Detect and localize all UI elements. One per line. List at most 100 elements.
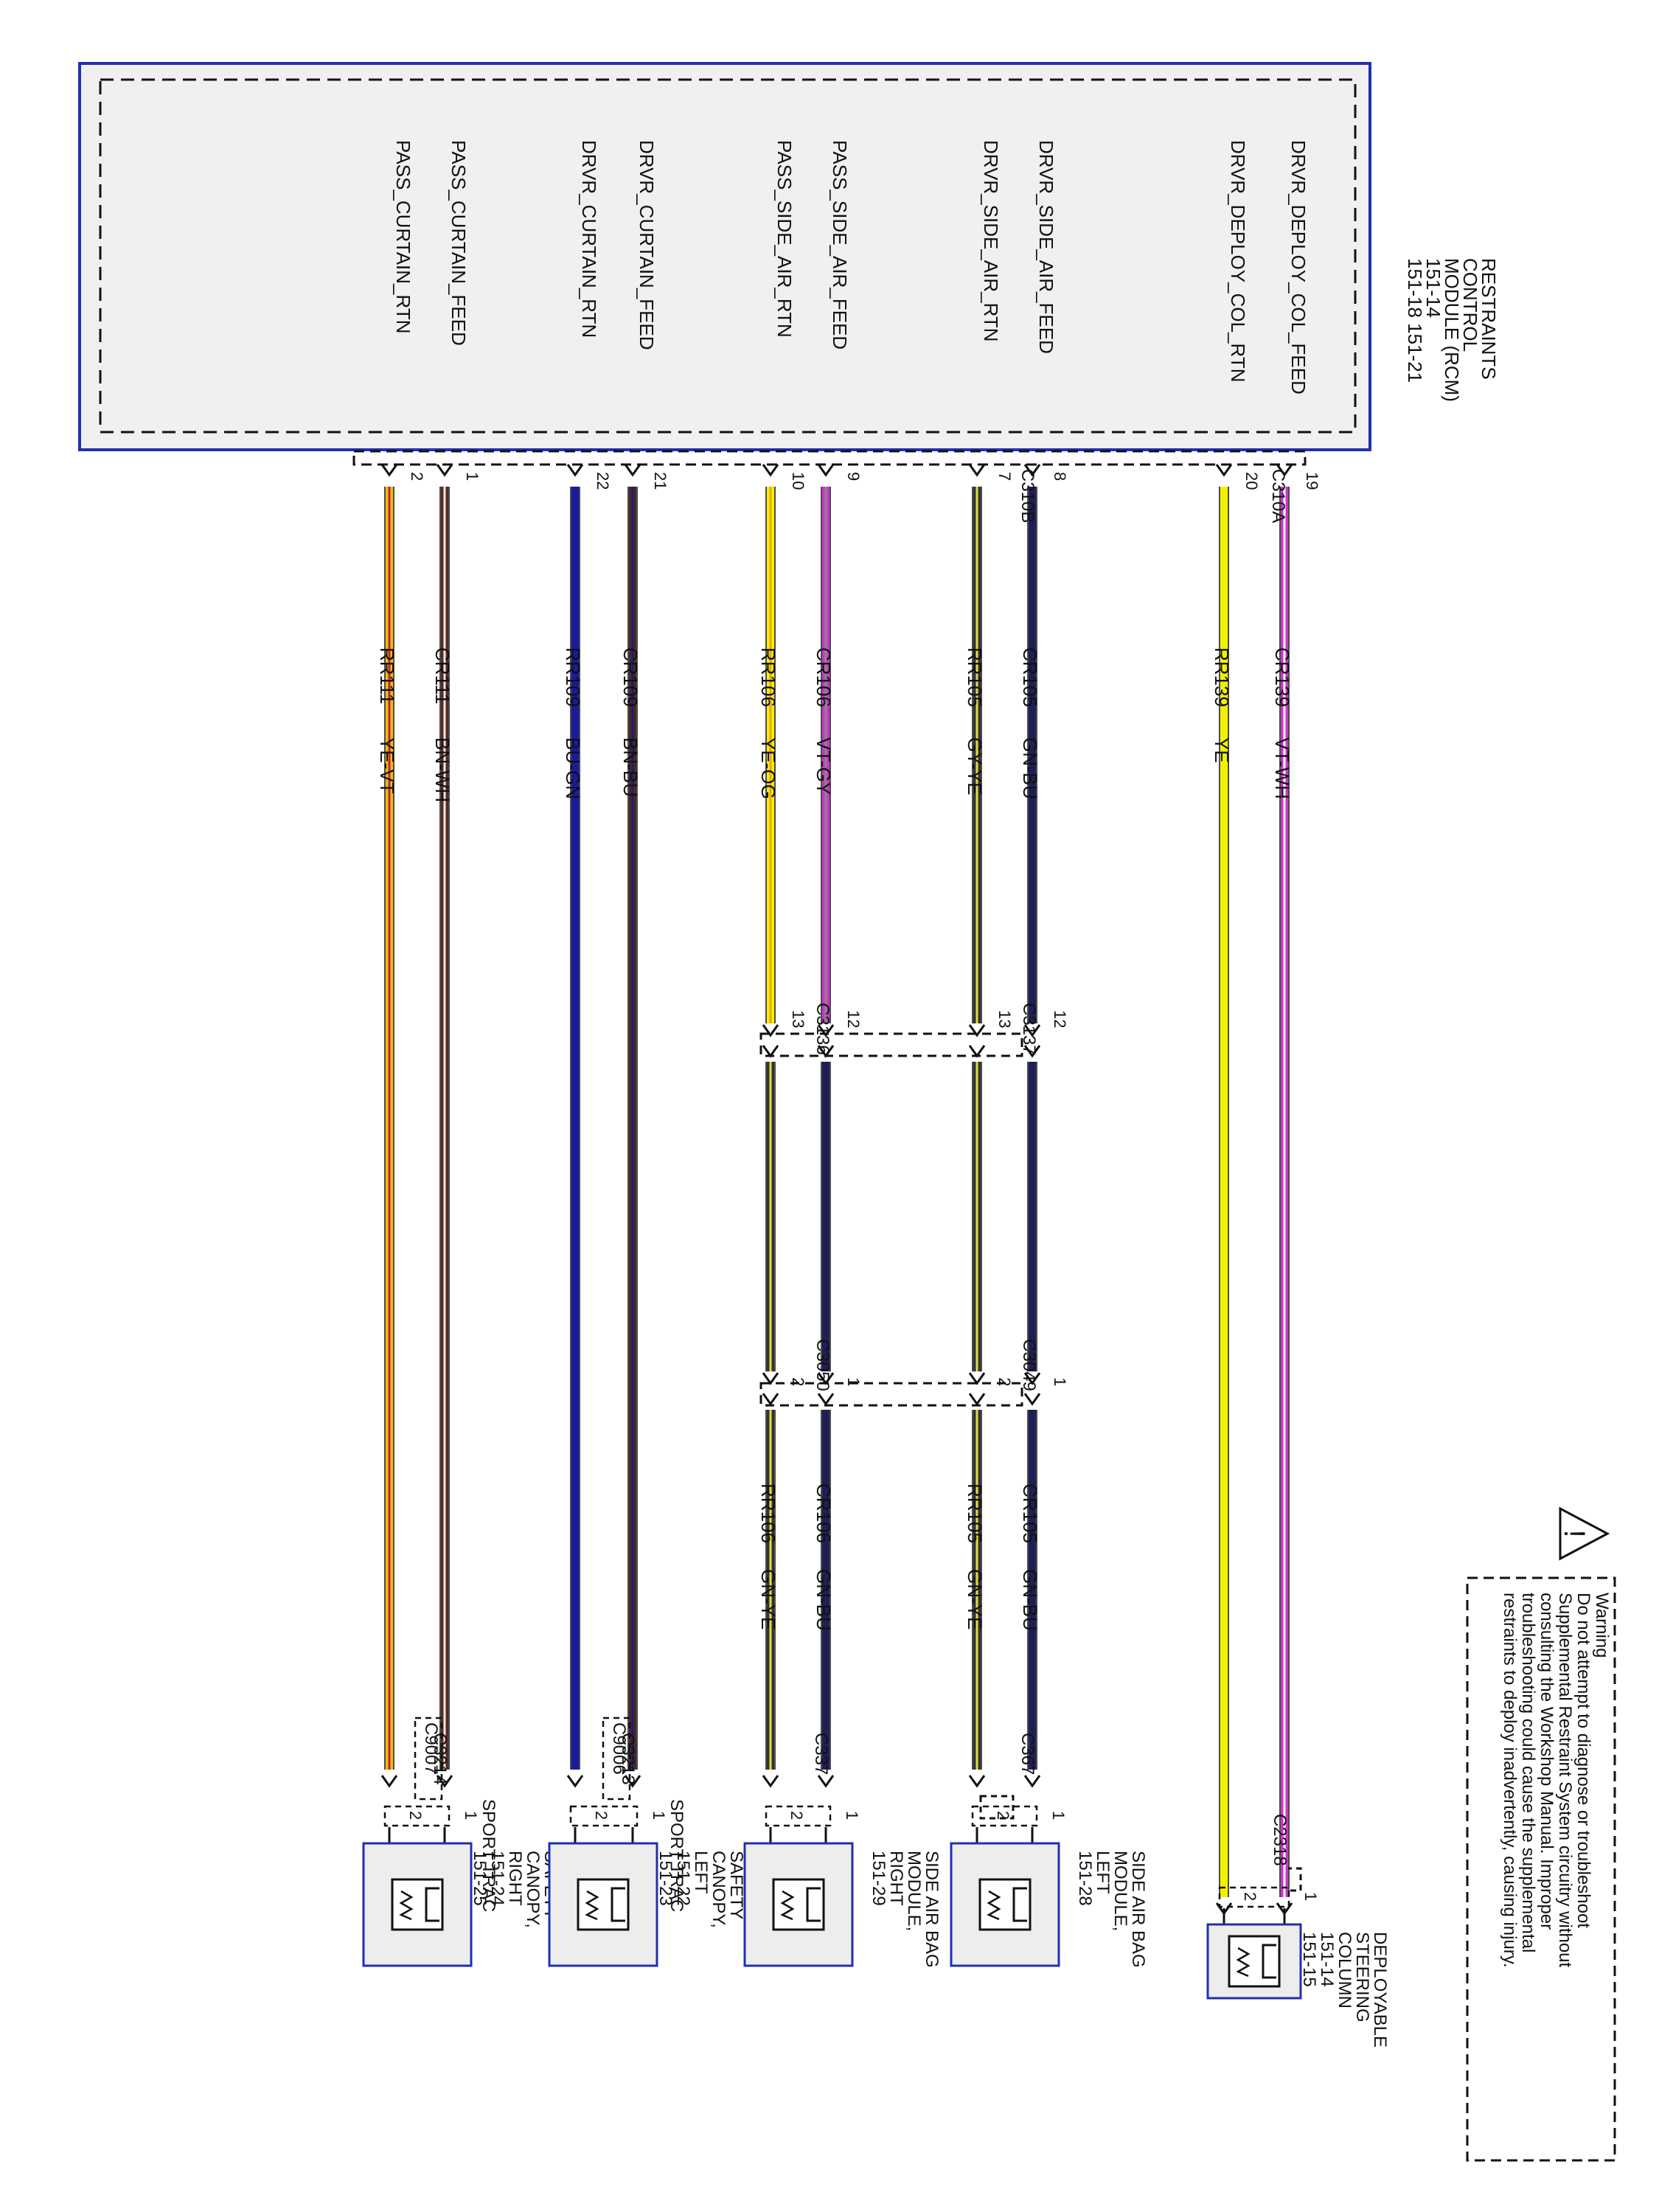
circuit-cr105-after-circuit: CR105 (1019, 1484, 1041, 1543)
device-c3213-name-line-1: SAFETY (726, 1851, 746, 1919)
circuit-rr139-pin-number: 20 (1242, 472, 1261, 490)
circuit-cr139-pin-label: DRVR_DEPLOY_COL_FEED (1287, 140, 1310, 394)
warning-triangle-icon: ! (1558, 1506, 1610, 1561)
device-c3214-name-line-2: CANOPY, (523, 1851, 543, 1928)
circuit-cr105-pin-label: DRVR_SIDE_AIR_FEED (1035, 140, 1057, 354)
circuit-rr105-pin-number: 7 (995, 472, 1014, 481)
circuit-rr109-pin-number: 22 (594, 472, 612, 490)
circuit-rr106-inline1-arrow-a (762, 1024, 779, 1037)
circuit-cr109-pin-number: 21 (651, 472, 669, 490)
circuit-cr105-color-code: GN-BU (1019, 737, 1041, 799)
circuit-cr139-module-arrow (1276, 464, 1293, 477)
circuit-rr106-inline1-arrow-b (762, 1045, 779, 1058)
circuit-rr105-inline1-arrow-b (968, 1045, 986, 1058)
device-c3214-alt-connector-box (414, 1717, 443, 1801)
device-c3213-name-line-3: LEFT (691, 1851, 711, 1894)
device-c3213-squib-cup (611, 1887, 625, 1922)
device-c337-pin-1: 1 (843, 1811, 861, 1820)
circuit-rr105-device-arrow (968, 1775, 986, 1788)
circuit-cr106-module-arrow (817, 464, 835, 477)
circuit-cr106-inline1-connector: C3136 (813, 1003, 832, 1055)
rcm-title-4: 151-14 (1422, 258, 1444, 318)
device-c3213-pin-1: 1 (650, 1811, 668, 1820)
warning-block: ! Warning Do not attempt to diagnose or … (1466, 1506, 1616, 2162)
circuit-rr111-circuit-id: RR111 (376, 647, 398, 704)
circuit-rr111-pin-number: 2 (408, 472, 426, 481)
circuit-rr106-circuit-id: RR106 (757, 647, 779, 707)
circuit-rr106-inline2-pin: 2 (789, 1377, 807, 1386)
device-c337-squib-frame (772, 1878, 825, 1931)
labels-layer: DRVR_DEPLOY_COL_FEED19CR139VT-WHDRVR_DEP… (376, 140, 1390, 2048)
connector-c310a-label: C310A (1268, 469, 1288, 523)
circuit-cr109-device-arrow (624, 1775, 641, 1788)
circuit-cr105-device-arrow (1023, 1775, 1041, 1788)
rcm-module: RESTRAINTS CONTROL MODULE (RCM) 151-14 1… (78, 62, 1500, 451)
device-c2318-connector-label: C2318 (1270, 1814, 1290, 1866)
device-c3214-connector-label: C3214 (430, 1733, 450, 1785)
circuit-cr106-after-circuit: CR106 (813, 1484, 835, 1543)
circuit-rr139-circuit-id: RR139 (1211, 647, 1233, 707)
circuit-cr105-after-color: GN-BU (1019, 1569, 1041, 1631)
device-c367-squib-cup (1012, 1887, 1027, 1922)
device-c2318-name-line-3: COLUMN (1335, 1932, 1354, 2008)
circuit-rr106-pin-label: PASS_SIDE_AIR_RTN (773, 140, 796, 338)
device-c367-pin-2: 2 (994, 1811, 1012, 1820)
circuit-rr105-inline2-arrow-a (968, 1372, 986, 1385)
circuit-rr105-circuit-id: RR105 (964, 647, 986, 707)
circuit-rr106-device-arrow (762, 1775, 779, 1788)
device-c3213-note: SPORT TRAC (667, 1799, 686, 1912)
device-c2318-pin-2: 2 (1241, 1892, 1259, 1901)
circuit-cr106-inline2-arrow-a (817, 1372, 835, 1385)
device-c337-name-line-1: SIDE AIR BAG (922, 1851, 942, 1968)
circuit-rr109-pin-label: DRVR_CURTAIN_RTN (578, 140, 600, 338)
inline-connector-outlines (759, 1032, 1302, 1892)
device-c3214-squib-frame (391, 1878, 444, 1931)
device-c337-squib-cup (806, 1887, 821, 1922)
svg-text:!: ! (1558, 1529, 1590, 1537)
device-c3214-alt-connector-label: C9007 (421, 1722, 441, 1775)
circuit-cr111-module-arrow (436, 464, 453, 477)
device-c337-name-line-4: 151-29 (869, 1851, 888, 1906)
circuit-cr139-pin-number: 19 (1303, 472, 1321, 490)
circuit-cr106-pin-label: PASS_SIDE_AIR_FEED (829, 140, 851, 349)
circuit-cr105-inline2-arrow-b (1023, 1393, 1041, 1406)
rcm-connector-outlines (352, 450, 1307, 466)
device-c3213-alt-connector-box (602, 1717, 631, 1801)
circuit-rr105-inline2-arrow-b (968, 1393, 986, 1406)
device-c367-name-line-1: SIDE AIR BAG (1128, 1851, 1148, 1968)
circuit-rr106-pin-number: 10 (789, 472, 807, 490)
device-c2318-squib-element (1236, 1947, 1251, 1978)
circuit-cr139-color-code: VT-WH (1271, 737, 1293, 799)
device-c3214-connector-bracket (383, 1805, 451, 1827)
device-c2318-name-line-5: 151-15 (1299, 1932, 1319, 1987)
circuit-rr139-module-arrow (1215, 464, 1233, 477)
connector-c310b-label: C310B (1018, 469, 1037, 523)
circuit-cr111-pin-number: 1 (463, 472, 481, 481)
circuit-cr106-after-color: GN-BU (813, 1569, 835, 1631)
circuit-cr111-device-arrow (436, 1775, 453, 1788)
circuit-rr109-circuit-id: RR109 (562, 647, 584, 707)
rcm-title-3: MODULE (RCM) (1441, 258, 1463, 402)
warning-line-4: consulting the Workshop Manual. Improper (1537, 1593, 1557, 1930)
circuit-cr109-color-code: BN-BU (619, 737, 641, 797)
circuit-cr105-inline2-arrow-a (1023, 1372, 1041, 1385)
device-c2318-name-line-1: DEPLOYABLE (1370, 1932, 1390, 2048)
circuit-cr105-inline1-pin: 12 (1051, 1010, 1069, 1028)
device-c337-name-line-2: MODULE, (904, 1851, 924, 1931)
circuit-cr105-inline1-arrow-b (1023, 1045, 1041, 1058)
device-c3213-connector-bracket (569, 1805, 639, 1827)
circuit-rr106-after-circuit: RR106 (757, 1484, 779, 1543)
circuit-rr106-inline2-arrow-a (762, 1372, 779, 1385)
circuit-rr139-pin-label: DRVR_DEPLOY_COL_RTN (1227, 140, 1249, 383)
device-c3213-pin-2: 2 (592, 1811, 611, 1820)
circuit-rr111-module-arrow (380, 464, 398, 477)
device-c3213-squib-element (585, 1890, 599, 1921)
circuit-cr105-inline2-pin: 1 (1051, 1377, 1069, 1386)
circuit-rr105-after-color: GN-YE (964, 1569, 986, 1630)
circuit-cr105-inline1-connector: C3137 (1019, 1003, 1039, 1055)
circuit-cr111-circuit-id: CR111 (431, 647, 453, 704)
device-c2318-squib-frame (1228, 1935, 1281, 1988)
device-c3214-squib-element (399, 1890, 414, 1921)
circuit-rr105-inline1-arrow-a (968, 1024, 986, 1037)
